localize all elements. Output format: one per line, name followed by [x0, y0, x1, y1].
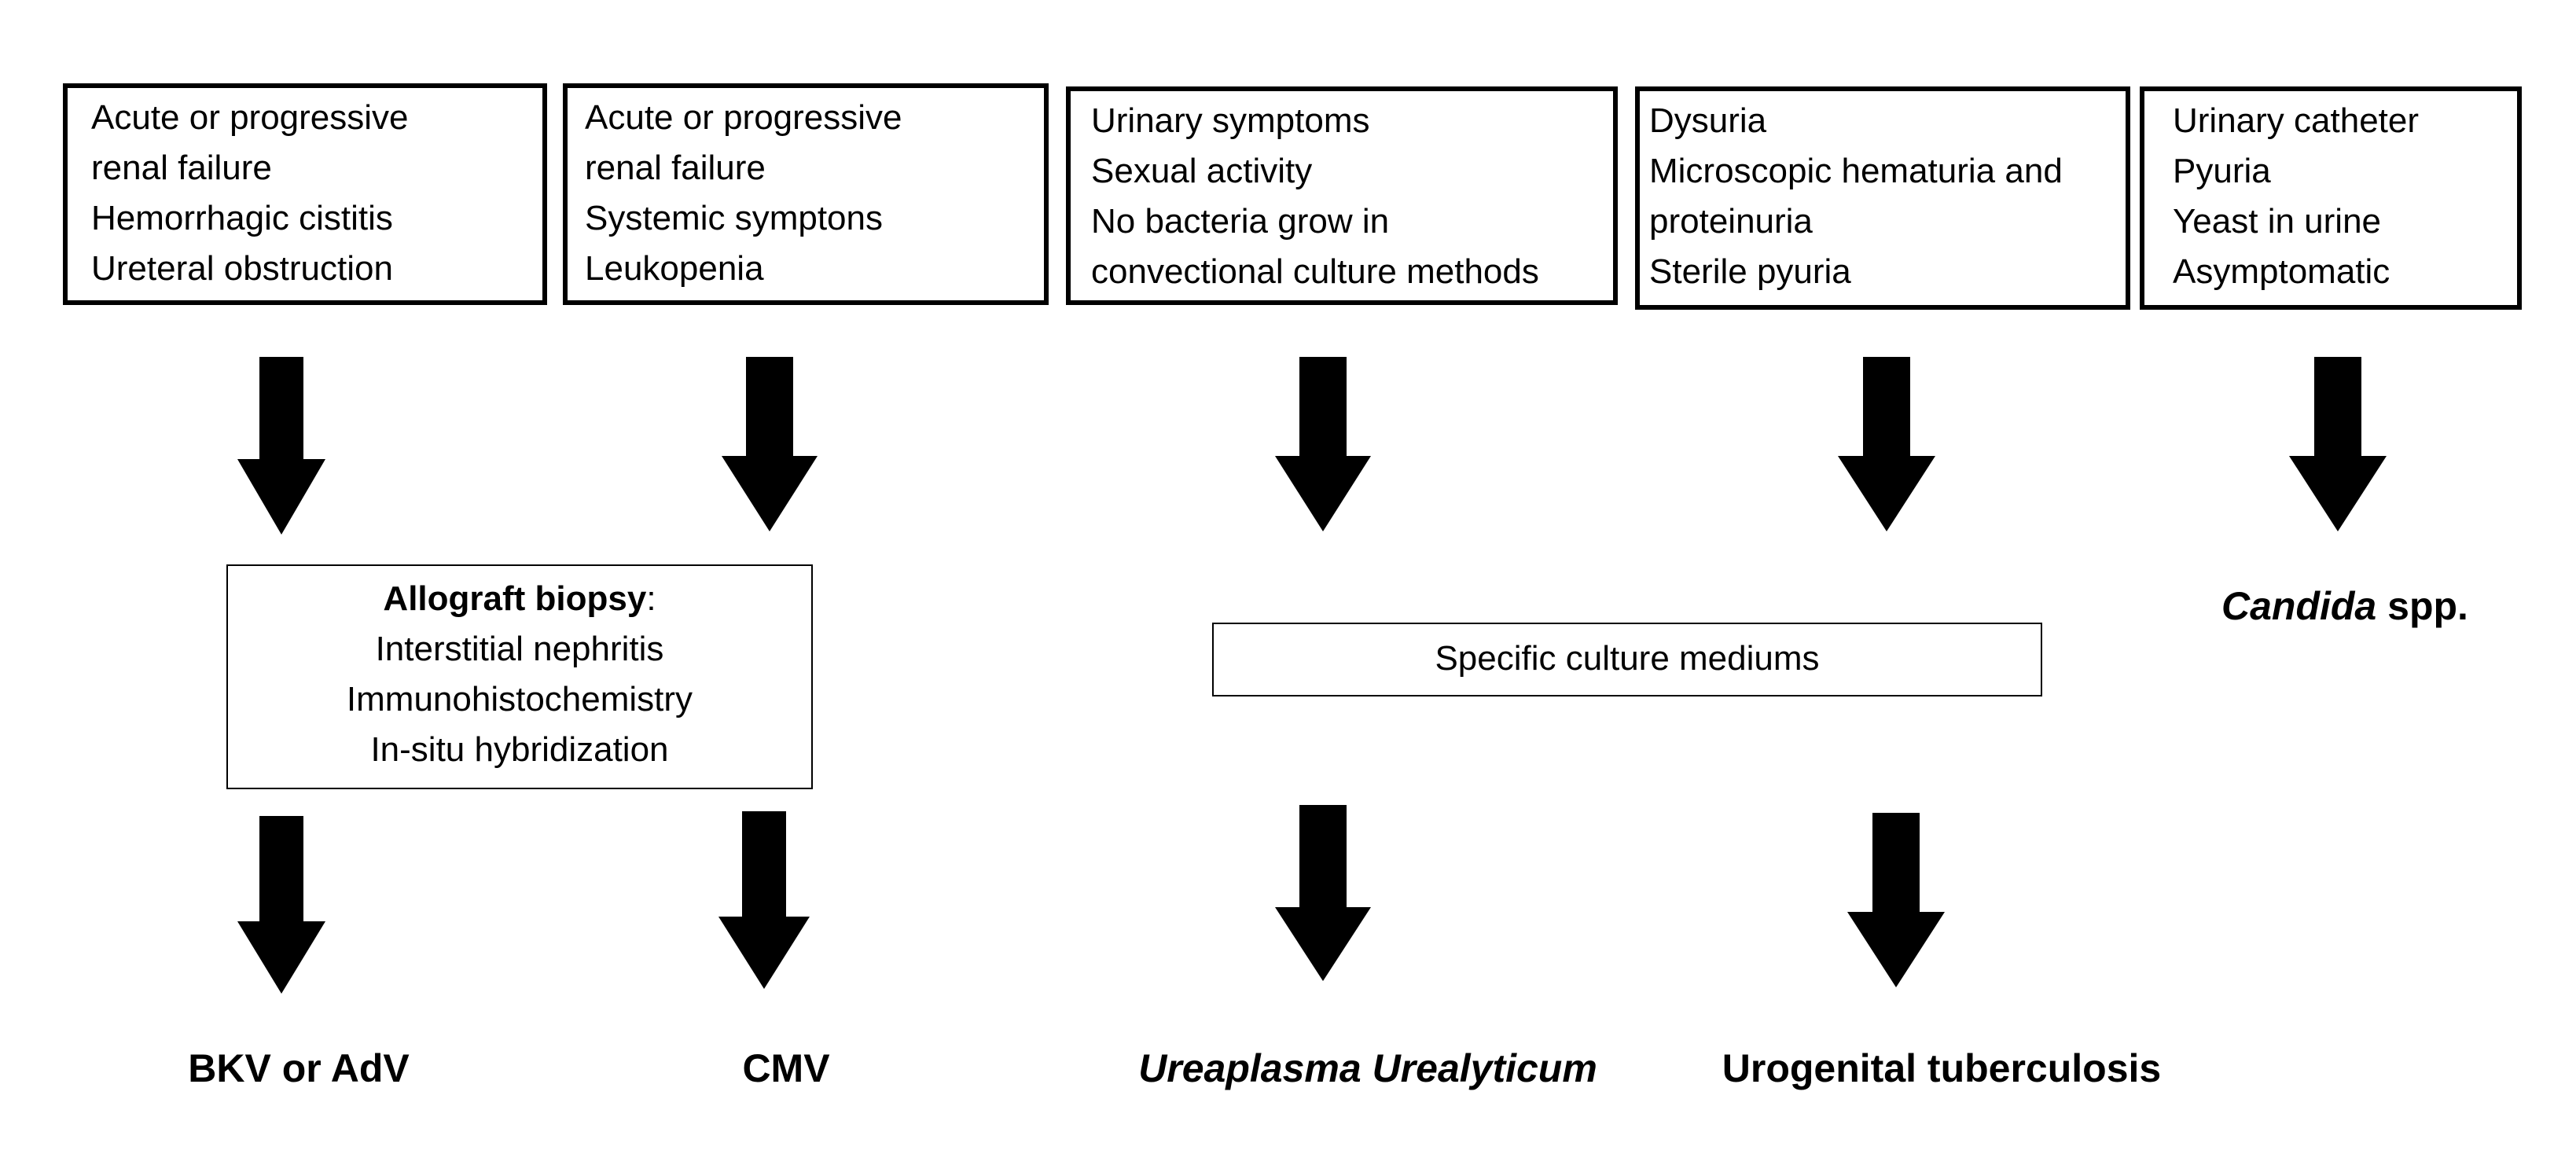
down-arrow-icon — [1275, 357, 1371, 531]
box-line: Urinary catheter — [2173, 101, 2420, 140]
allograft-biopsy-box: Allograft biopsy: Interstitial nephritis… — [226, 564, 813, 789]
box-line: Hemorrhagic cistitis — [91, 199, 393, 237]
symptom-box-tb: Dysuria Microscopic hematuria and protei… — [1635, 86, 2130, 310]
biopsy-line: In-situ hybridization — [370, 730, 669, 769]
candida-genus: Candida — [2221, 584, 2377, 628]
box-line: Acute or progressive — [91, 98, 409, 137]
down-arrow-icon — [1838, 357, 1935, 531]
biopsy-title: Allograft biopsy — [383, 579, 647, 618]
box-line: Ureteral obstruction — [91, 249, 393, 288]
symptom-box-candida: Urinary catheter Pyuria Yeast in urine A… — [2140, 86, 2522, 310]
box-line: Systemic symptons — [585, 199, 883, 237]
down-arrow-icon — [718, 811, 810, 989]
box-line: Pyuria — [2173, 152, 2271, 190]
culture-mediums-box: Specific culture mediums — [1212, 623, 2042, 696]
biopsy-title-line: Allograft biopsy: — [228, 574, 811, 624]
down-arrow-icon — [2289, 357, 2387, 531]
box-line: Dysuria — [1649, 101, 1767, 140]
candida-species: spp. — [2376, 584, 2468, 628]
box-line: renal failure — [91, 149, 272, 187]
result-tb: Urogenital tuberculosis — [1722, 1046, 2162, 1090]
symptom-box-ureaplasma: Urinary symptoms Sexual activity No bact… — [1066, 86, 1618, 305]
box-line: Leukopenia — [585, 249, 764, 288]
result-candida: Candida spp. — [2221, 583, 2473, 629]
result-cmv: CMV — [742, 1046, 830, 1090]
ureaplasma-name: Ureaplasma Urealyticum — [1138, 1046, 1597, 1090]
box-line: Sterile pyuria — [1649, 252, 1851, 291]
biopsy-line: Immunohistochemistry — [346, 680, 693, 718]
down-arrow-icon — [237, 816, 325, 994]
box-line: Acute or progressive — [585, 98, 902, 137]
box-line: Yeast in urine — [2173, 202, 2382, 241]
result-bkv: BKV or AdV — [188, 1046, 410, 1090]
culture-label: Specific culture mediums — [1435, 639, 1820, 678]
biopsy-line: Interstitial nephritis — [375, 630, 664, 668]
down-arrow-icon — [722, 357, 818, 531]
box-line: renal failure — [585, 149, 766, 187]
box-line: proteinuria — [1649, 202, 1813, 241]
down-arrow-icon — [1275, 805, 1371, 981]
box-line: Urinary symptoms — [1091, 101, 1370, 140]
down-arrow-icon — [1847, 813, 1945, 987]
box-line: Asymptomatic — [2173, 252, 2390, 291]
symptom-box-cmv: Acute or progressive renal failure Syste… — [563, 83, 1049, 305]
box-line: Microscopic hematuria and — [1649, 152, 2063, 190]
symptom-box-bkv: Acute or progressive renal failure Hemor… — [63, 83, 547, 305]
box-line: Sexual activity — [1091, 152, 1313, 190]
box-line: No bacteria grow in — [1091, 202, 1390, 241]
biopsy-colon: : — [646, 579, 656, 618]
down-arrow-icon — [237, 357, 325, 535]
result-ureaplasma: Ureaplasma Urealyticum — [1085, 1046, 1651, 1091]
box-line: convectional culture methods — [1091, 252, 1539, 291]
